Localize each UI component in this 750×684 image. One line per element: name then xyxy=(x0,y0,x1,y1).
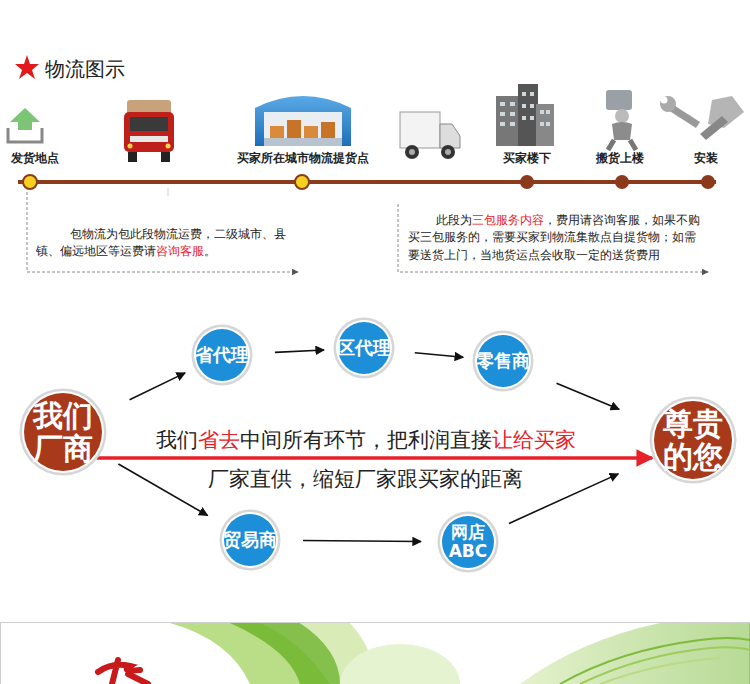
node-label: 我们 厂商 xyxy=(21,399,105,465)
node-label: 尊贵 的您 xyxy=(651,407,735,473)
agent-circle: 省代理 xyxy=(191,324,253,386)
flow-arrow xyxy=(130,373,185,400)
agent-circle: 区代理 xyxy=(333,317,395,379)
highlight-run: 咨询客服 xyxy=(156,244,204,258)
timeline xyxy=(18,180,716,184)
tick xyxy=(168,188,169,196)
node-label: 零售商 xyxy=(474,351,532,371)
text-run: 搬货上楼 xyxy=(596,151,644,165)
flow-arrow xyxy=(303,540,421,541)
stage-label: 买家楼下 xyxy=(503,150,551,167)
highlight-run: 三包服务内容 xyxy=(472,213,544,227)
edge-label: 我们省去中间所有环节，把利润直接让给买家 xyxy=(153,428,579,453)
text-run: 此段为 xyxy=(436,213,472,227)
flow-arrow xyxy=(275,350,324,352)
stage-label: 发货地点 xyxy=(11,150,59,167)
text-run: 厂家直供，缩短厂家跟买家的距离 xyxy=(208,467,523,491)
bracket xyxy=(27,192,708,272)
node-label: 省代理 xyxy=(193,345,251,365)
flow-arrow xyxy=(415,353,463,358)
node-label: 网店 ABC xyxy=(439,523,497,560)
stage-label: 安装 xyxy=(694,150,718,167)
star-icon xyxy=(15,55,39,79)
stage-label: 买家所在城市物流提货点 xyxy=(237,150,369,167)
agent-circle: 贸易商 xyxy=(219,509,281,571)
highlight-run: 让给买家 xyxy=(492,428,576,452)
buyer-circle: 尊贵 的您 xyxy=(649,396,737,484)
ship-icon xyxy=(8,108,42,142)
text-run: 买家所在城市物流提货点 xyxy=(237,151,369,165)
porter-icon xyxy=(606,90,636,150)
delivery-truck-icon xyxy=(400,112,460,159)
warehouse-icon xyxy=(255,96,351,146)
building-icon xyxy=(496,84,554,146)
text-run: 我们 xyxy=(156,428,198,452)
banner xyxy=(1,623,750,684)
agent-circle: 网店 ABC xyxy=(437,511,499,573)
highlight-run: 省去 xyxy=(198,428,240,452)
stage-label: 搬货上楼 xyxy=(596,150,644,167)
maker-circle: 我们 厂商 xyxy=(19,388,107,476)
agent-circle: 零售商 xyxy=(472,330,534,392)
text-run: 安装 xyxy=(694,151,718,165)
note-text: 此段为三包服务内容，费用请咨询客服，如果不购买三包服务的，需要买家到物流集散点自… xyxy=(408,212,704,264)
direct-arrow xyxy=(97,456,652,460)
flow-arrow xyxy=(557,383,620,409)
node-label: 贸易商 xyxy=(221,530,279,550)
tools-icon xyxy=(660,96,744,140)
text-run: 。 xyxy=(204,244,216,258)
text-run: 中间所有环节，把利润直接 xyxy=(240,428,492,452)
note-text: 包物流为包此段物流运费，二级城市、县镇、偏远地区等运费请咨询客服。 xyxy=(36,226,298,261)
flow-arrow xyxy=(118,464,207,515)
flow-arrow xyxy=(509,474,618,524)
timeline-dots xyxy=(23,175,715,189)
section-title: 物流图示 xyxy=(45,56,125,83)
text-run: 发货地点 xyxy=(11,151,59,165)
slogan: 厂家直供，缩短厂家跟买家的距离 xyxy=(208,464,523,494)
truck-icon xyxy=(124,100,174,162)
text-run: 买家楼下 xyxy=(503,151,551,165)
node-label: 区代理 xyxy=(335,338,393,358)
